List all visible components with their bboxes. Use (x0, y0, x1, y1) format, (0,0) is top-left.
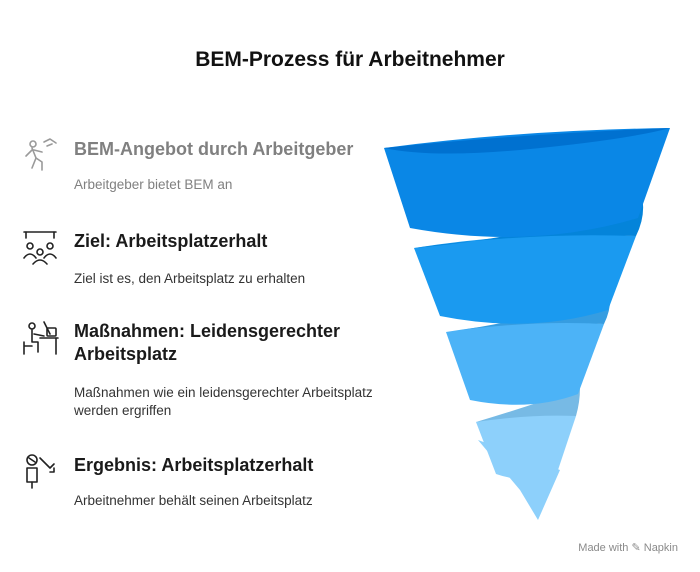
step-3-description: Maßnahmen wie ein leidensgerechter Arbei… (74, 385, 373, 418)
funnel-band-4-edge (476, 388, 580, 422)
step-2-description: Ziel ist es, den Arbeitsplatz zu erhalte… (74, 271, 306, 286)
step-4-description: Arbeitnehmer behält seinen Arbeitsplatz (74, 493, 313, 508)
page-title: BEM-Prozess für Arbeitnehmer (195, 48, 505, 71)
brand-label: Made with ✎ Napkin (578, 542, 678, 554)
funnel-diagram (384, 128, 670, 520)
funnel-band-1-top (384, 128, 670, 154)
person-running-icon (20, 136, 60, 176)
funnel-band-2-edge (414, 196, 644, 248)
step-2-heading: Ziel: Arbeitsplatzerhalt (74, 231, 268, 251)
person-result-icon (20, 452, 60, 492)
meeting-people-icon (20, 228, 60, 268)
funnel-band-3-edge (446, 290, 611, 332)
funnel-band-3 (446, 322, 604, 405)
funnel-band-2 (414, 234, 636, 324)
step-3-heading: Maßnahmen: Leidensgerechter Arbeitsplatz (74, 321, 341, 364)
step-4-heading: Ergebnis: Arbeitsplatzerhalt (74, 455, 314, 475)
funnel-band-4 (476, 414, 576, 480)
step-1-description: Arbeitgeber bietet BEM an (74, 177, 233, 192)
person-at-desk-icon (20, 318, 60, 358)
step-1-heading: BEM-Angebot durch Arbeitgeber (74, 139, 354, 159)
funnel-band-1 (384, 128, 670, 237)
